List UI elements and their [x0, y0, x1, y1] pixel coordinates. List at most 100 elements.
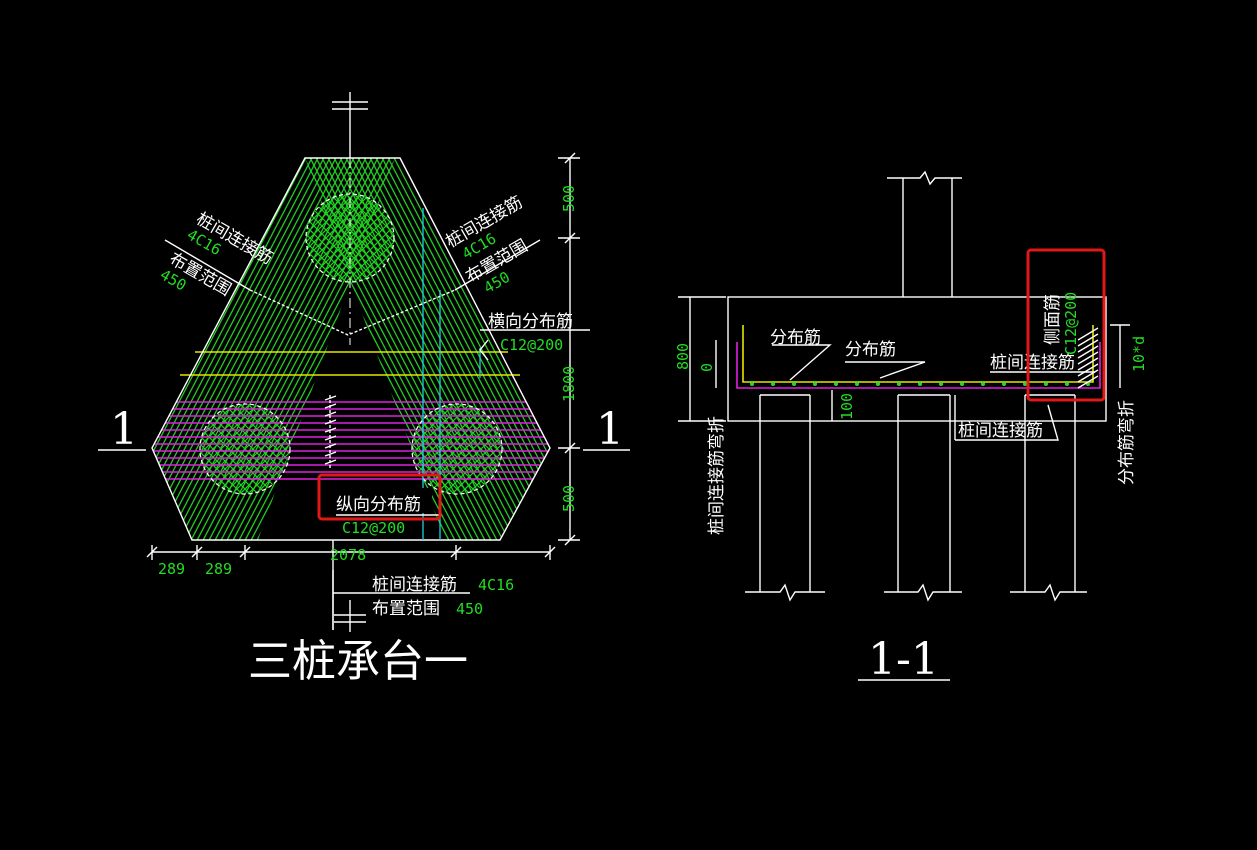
rebar-line [452, 404, 502, 494]
dim-right-mid: 1800 [560, 366, 578, 402]
rebar-line [321, 194, 394, 282]
column-break [887, 170, 962, 186]
rebar-line [447, 158, 550, 540]
rebar-line [191, 546, 203, 558]
rebar-line [216, 404, 290, 494]
rebar-line [305, 158, 550, 540]
section-title: 1-1 [868, 634, 939, 685]
label-dist2: 分布筋 [845, 340, 896, 360]
label-pile-bend: 桩间连接筋弯折 [707, 416, 727, 535]
rebar-dot [960, 382, 964, 386]
rebar-line [1077, 363, 1099, 377]
rebar-line [339, 158, 550, 540]
rebar-line [564, 152, 576, 164]
leader-transverse [479, 339, 489, 361]
rebar-line [305, 158, 547, 540]
highlight-side [1026, 248, 1106, 402]
rebar-line [195, 158, 395, 540]
rebar-line [537, 158, 550, 540]
dim-bottom-total: 2078 [330, 546, 366, 564]
rebar-line [207, 158, 395, 540]
pile-middle [884, 394, 962, 602]
label-transverse: 横向分布筋 [488, 312, 573, 332]
rebar-line [324, 419, 337, 425]
rebar-line [333, 158, 550, 540]
rebar-line [239, 546, 251, 558]
rebar-line [208, 404, 290, 494]
rebar-line [345, 158, 550, 540]
rebar-line [351, 158, 550, 540]
rebar-line [435, 158, 550, 540]
rebar-line [525, 158, 550, 540]
label-bottom-qty: 4C16 [478, 576, 514, 594]
rebar-line [444, 404, 502, 494]
rebar-line [152, 158, 373, 540]
rebar-dot [897, 382, 901, 386]
rebar-dot [939, 382, 943, 386]
rebar-line [152, 158, 367, 540]
rebar-line [324, 427, 337, 433]
label-longitudinal: 纵向分布筋 [336, 495, 421, 515]
rebar-line [324, 403, 337, 409]
rebar-line [313, 194, 394, 282]
rebar-dots [750, 382, 1090, 386]
rebar-line [305, 158, 535, 540]
rebar-line [1077, 339, 1099, 353]
pile-left [199, 403, 291, 495]
pile-left [745, 394, 825, 602]
rebar-dot [792, 382, 796, 386]
dim-bottom-a: 289 [158, 560, 185, 578]
rebar-line [152, 158, 307, 540]
rebar-dot [813, 382, 817, 386]
rebar-dot [1044, 382, 1048, 386]
rebar-line [152, 158, 343, 540]
cap-outline [151, 157, 551, 541]
dim-0: 0 [698, 363, 716, 372]
rebar-dot [771, 382, 775, 386]
rebar-line [337, 194, 394, 282]
rebar-line [564, 442, 576, 454]
dim-bottom-b: 289 [205, 560, 232, 578]
side-rebar-hatch [1077, 327, 1099, 389]
leader-pile-conn-bottom [955, 404, 1059, 441]
rebar-line [305, 158, 517, 540]
green-rebar-arms [152, 158, 550, 540]
rebar-line [152, 158, 349, 540]
rebar-line [152, 158, 379, 540]
rebar-dot [750, 382, 754, 386]
rebar-dot [981, 382, 985, 386]
magenta-bar-section [736, 342, 1101, 389]
rebar-line [345, 194, 394, 282]
pile-right [411, 403, 503, 495]
dim-right-bottom: 500 [560, 485, 578, 512]
rebar-line [363, 158, 550, 540]
dim-800: 800 [674, 343, 692, 370]
tie-bar-ticks [324, 395, 337, 465]
yellow-bar-section [742, 325, 1094, 383]
rebar-line [232, 404, 290, 494]
highlight-longitudinal [317, 473, 442, 521]
pile-top [305, 193, 395, 283]
rebar-line [324, 411, 337, 417]
rebar-line [441, 158, 550, 540]
rebar-line [436, 404, 502, 494]
pile-right [1010, 394, 1087, 602]
rebar-line [1077, 375, 1099, 389]
rebar-line [305, 158, 541, 540]
dim-100: 100 [838, 393, 856, 420]
rebar-line [224, 404, 290, 494]
rebar-line [428, 404, 502, 494]
dim-bottom-ticks [146, 545, 556, 560]
rebar-line [305, 158, 511, 540]
rebar-line [544, 546, 556, 558]
rebar-line [324, 451, 337, 457]
cap-section [727, 296, 1107, 422]
dim-10d: 10*d [1130, 336, 1148, 372]
rebar-line [183, 158, 395, 540]
rebar-line [1077, 351, 1099, 365]
rebar-line [152, 158, 313, 540]
leader-dist1 [772, 344, 832, 381]
label-bottom-range-val: 450 [456, 600, 483, 618]
dim-right-top: 500 [560, 185, 578, 212]
